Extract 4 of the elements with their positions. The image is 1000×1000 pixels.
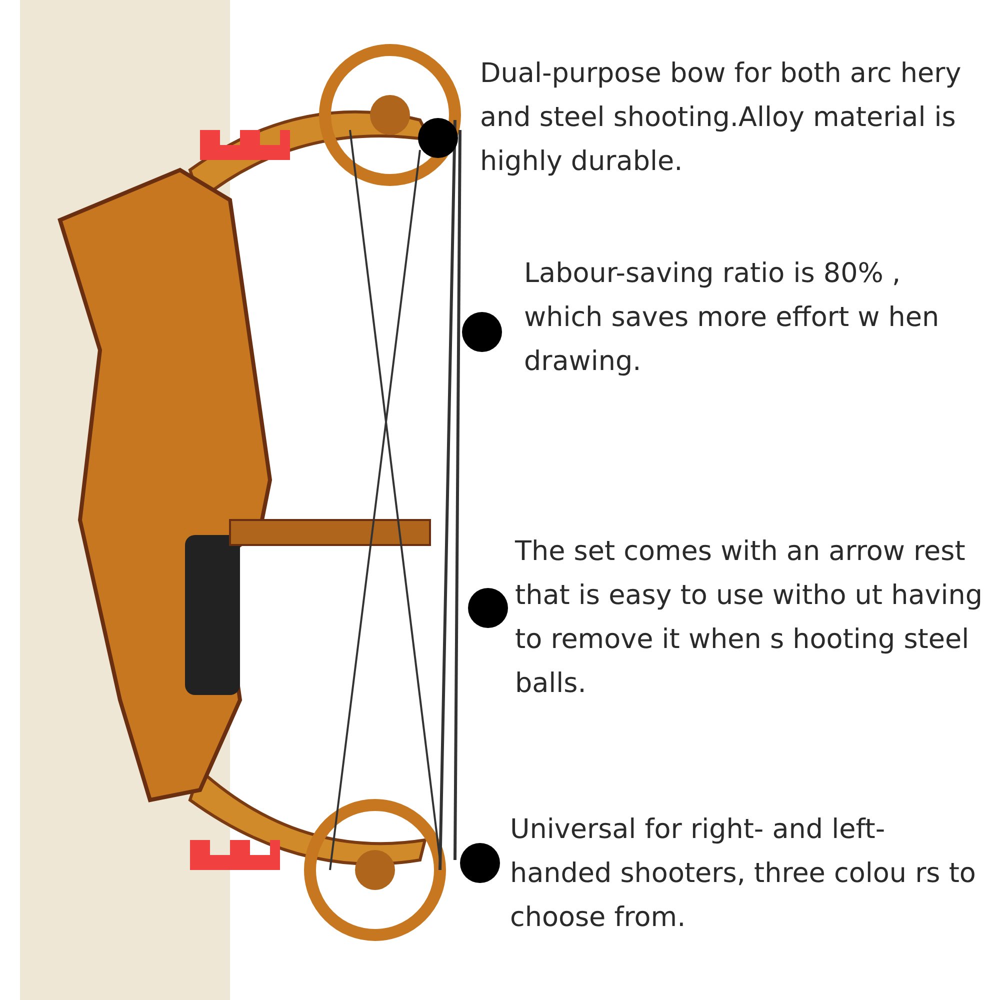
feature-note: Universal for right- and left- handed shooters, three colou rs to choose from. [510, 813, 977, 935]
feature-note: Dual-purpose bow for both arc hery and steel shooting.Alloy material is highly durable. [480, 57, 962, 179]
feature-note: Labour-saving ratio is 80% , which saves more effort w hen drawing. [524, 257, 940, 379]
feature-note: The set comes with an arrow rest that is easy to use witho ut having to remove it when s hooting steel balls. [515, 535, 984, 701]
